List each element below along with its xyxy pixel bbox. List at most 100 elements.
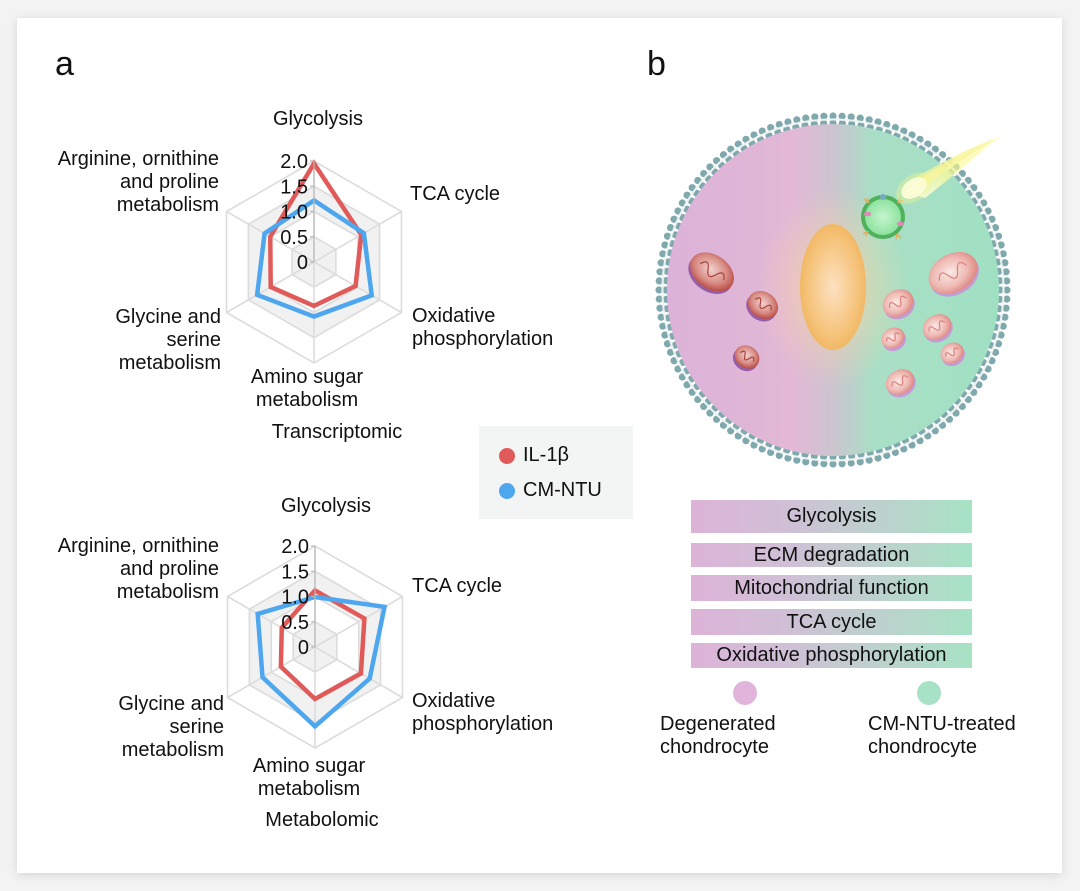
- cm-ntu-vesicle-icon: [861, 194, 905, 240]
- radar-tick-label: 0: [298, 637, 309, 659]
- radar-spoke: [313, 210, 402, 263]
- axis-label-line: metabolism: [121, 739, 224, 761]
- axis-label-line: Amino sugar: [252, 755, 366, 777]
- axis-label-glycolysis: Glycolysis: [272, 108, 363, 130]
- membrane-bead: [980, 373, 988, 381]
- axis-label-tca: TCA cycle: [410, 183, 501, 205]
- axis-label-glycolysis: Glycolysis: [280, 495, 371, 517]
- membrane-bead: [1002, 304, 1010, 312]
- axis-label-line: metabolism: [116, 581, 219, 603]
- chart-title-metabolomic: Metabolomic: [265, 809, 379, 831]
- radar-tick-label: 0.5: [281, 612, 309, 634]
- state-label-line: chondrocyte: [660, 736, 769, 758]
- membrane-bead: [865, 456, 873, 464]
- axis-label-line: metabolism: [118, 352, 221, 374]
- membrane-bead: [838, 112, 846, 120]
- membrane-bead: [900, 127, 908, 135]
- membrane-bead: [994, 232, 1003, 240]
- axis-label-line: phosphorylation: [412, 713, 554, 735]
- mitochondrion-icon: [922, 314, 953, 343]
- mitochondrion-icon: [732, 345, 760, 372]
- radar-tick-label: 2.0: [281, 536, 309, 558]
- axis-label-line: phosphorylation: [412, 328, 554, 350]
- membrane-bead: [924, 140, 932, 148]
- axis-label-oxphos: Oxidative phosphorylation: [412, 305, 553, 351]
- radar-series-il1b: [268, 159, 364, 309]
- pathway-bar-glycolysis: Glycolysis: [691, 500, 972, 533]
- membrane-bead: [661, 331, 669, 339]
- membrane-bead: [999, 250, 1007, 258]
- radar-series-il1b: [278, 587, 367, 702]
- membrane-bead: [891, 123, 899, 132]
- degenerated-label: Degenerated chondrocyte: [660, 713, 776, 759]
- axis-label-line: Glycine and: [115, 306, 221, 328]
- pathway-bar-tca-cycle: TCA cycle: [691, 609, 972, 635]
- mitochondrion-icon: [882, 289, 915, 320]
- membrane-bead: [999, 322, 1007, 330]
- radar-spoke: [313, 261, 402, 314]
- mitochondrion-icon: [746, 290, 779, 322]
- state-label-line: CM-NTU-treated: [868, 713, 1016, 735]
- membrane-bead: [767, 448, 775, 457]
- membrane-bead: [683, 381, 691, 389]
- legend-item-cmntu: CM-NTU: [499, 479, 602, 502]
- membrane-bead: [767, 123, 775, 132]
- membrane-bead: [663, 232, 672, 240]
- membrane-bead: [820, 112, 828, 120]
- membrane-bead: [775, 451, 783, 460]
- axis-label-line: Arginine, ornithine: [57, 148, 219, 170]
- membrane-bead: [991, 348, 1000, 356]
- membrane-bead: [678, 199, 686, 207]
- membrane-bead: [784, 118, 792, 126]
- membrane-bead: [874, 454, 882, 462]
- membrane-bead: [657, 259, 665, 267]
- legend-item-il1b: IL-1β: [499, 444, 569, 467]
- membrane-bead: [883, 120, 891, 129]
- membrane-bead: [775, 120, 783, 129]
- membrane-bead: [678, 373, 686, 381]
- membrane-bead: [865, 116, 873, 124]
- membrane-bead: [988, 357, 996, 365]
- membrane-bead: [811, 459, 819, 467]
- radar-tick-label: 0: [297, 252, 308, 274]
- pathway-bar-oxidative-phosphorylation: Oxidative phosphorylation: [691, 643, 972, 668]
- membrane-bead: [659, 250, 667, 258]
- membrane-core: [661, 118, 1005, 462]
- membrane-bead: [980, 199, 988, 207]
- membrane-bead: [734, 140, 742, 148]
- membrane-bead: [758, 127, 766, 135]
- membrane-bead: [847, 459, 855, 467]
- axis-label-arginine: Arginine, ornithine and proline metaboli…: [0, 535, 219, 604]
- radar-spoke: [227, 595, 316, 648]
- membrane-bead: [847, 113, 855, 121]
- membrane-bead: [1002, 268, 1010, 276]
- membrane-bead: [670, 215, 678, 223]
- axis-label-amino-sugar: Amino sugar metabolism: [239, 755, 379, 801]
- axis-label-line: metabolism: [257, 778, 361, 800]
- membrane-bead: [916, 437, 924, 445]
- axis-label-line: serine: [169, 716, 224, 738]
- axis-label-line: and proline: [120, 558, 219, 580]
- membrane-bead: [984, 365, 992, 373]
- legend-marker-cmntu: [499, 482, 515, 499]
- membrane-bead: [975, 191, 983, 199]
- legend-label: CM-NTU: [523, 479, 602, 501]
- membrane-bead: [657, 313, 665, 321]
- radar-tick-label: 0.5: [280, 227, 308, 249]
- axis-label-oxphos: Oxidative phosphorylation: [412, 690, 553, 736]
- mitochondrion-icon: [688, 252, 734, 295]
- pathway-bar-ecm-degradation: ECM degradation: [691, 543, 972, 567]
- membrane-bead: [742, 437, 750, 445]
- membrane-bead: [856, 458, 864, 466]
- axis-label-line: Glycine and: [118, 693, 224, 715]
- axis-label-line: Amino sugar: [250, 366, 364, 388]
- legend-marker-il1b: [499, 447, 515, 464]
- state-label-line: chondrocyte: [868, 736, 977, 758]
- membrane-bead: [975, 381, 983, 389]
- membrane-bead: [802, 114, 810, 122]
- membrane-bead: [829, 112, 837, 120]
- membrane-bead: [856, 114, 864, 122]
- membrane-bead: [734, 432, 742, 440]
- membrane-bead: [1001, 259, 1009, 267]
